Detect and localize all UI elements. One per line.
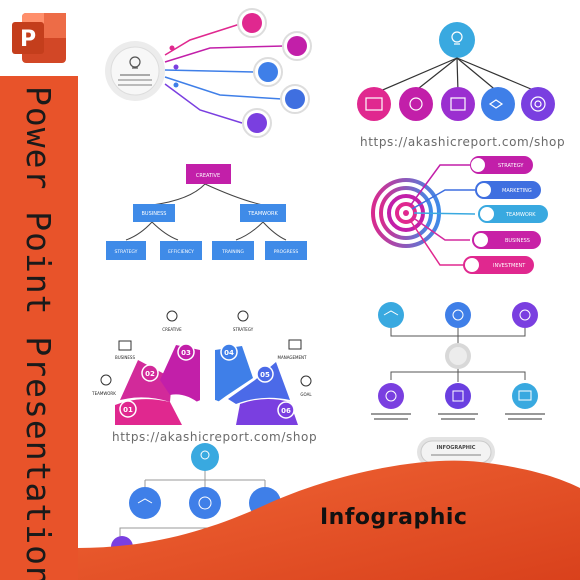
infographic-label: Infographic [320, 505, 468, 530]
logo-box: P [0, 0, 78, 76]
head-icon [237, 310, 249, 322]
powerpoint-logo-letter: P [20, 27, 36, 52]
network-diagram [371, 302, 545, 420]
tree-leaf-3: TRAINING [221, 249, 244, 255]
tree-leaf-2: EFFICIENCY [168, 249, 194, 255]
tree-leaf-4: PROGRESS [274, 249, 299, 255]
target-item-1: STRATEGY [498, 163, 524, 169]
watermark-url-top: https://akashicreport.com/shop [360, 135, 566, 149]
fan-number-6: 06 [281, 407, 291, 415]
fan-label-1: TEAMWORK [91, 391, 116, 396]
tree-leaf-1: STRATEGY [115, 249, 138, 255]
fan-label-6: GOAL [300, 392, 312, 397]
target-icon [300, 375, 312, 387]
fan-label-4: STRATEGY [233, 327, 254, 332]
target-item-3: TEAMWORK [505, 212, 536, 218]
fan-label-5: MANAGEMENT [278, 355, 307, 360]
fan-label-2: BUSINESS [115, 355, 135, 360]
fan-label-3: CREATIVE [162, 327, 182, 332]
powerpoint-logo-icon: P [12, 13, 66, 63]
tree-root: CREATIVE [196, 173, 220, 179]
fan-chart: 01 02 03 04 05 06 TEAMWORK BUSINESS CREA… [91, 310, 312, 425]
target-item-5: INVESTMENT [493, 263, 526, 269]
fan-number-5: 05 [260, 371, 270, 379]
tree-mid-2: TEAMWORK [247, 211, 278, 217]
fan-number-4: 04 [224, 349, 234, 357]
lightbulb-icon [166, 310, 178, 322]
lightbulb-icon [129, 56, 141, 69]
chart-icon [118, 340, 132, 351]
target-item-2: MARKETING [502, 188, 532, 194]
target-item-4: BUSINESS [505, 238, 530, 244]
fan-number-1: 01 [123, 406, 133, 414]
mindmap-top-left [105, 8, 312, 138]
hub-top-right [357, 22, 555, 121]
target-chart: STRATEGY MARKETING TEAMWORK BUSINESS INV… [371, 156, 548, 274]
vertical-title-text: Power Point Presentation [19, 86, 58, 580]
fan-number-2: 02 [145, 370, 155, 378]
org-chart-tree: CREATIVE BUSINESS TEAMWORK STRATEGY EFFI… [106, 164, 307, 260]
mail-icon [288, 339, 302, 350]
left-sidebar: P Power Point Presentation [0, 0, 78, 580]
watermark-url-middle: https://akashicreport.com/shop [112, 430, 318, 444]
fan-number-3: 03 [181, 349, 191, 357]
pill-title: INFOGRAPHIC [437, 445, 476, 451]
orange-wave-banner [78, 460, 580, 580]
handshake-icon [100, 374, 112, 386]
tree-mid-1: BUSINESS [142, 211, 167, 217]
